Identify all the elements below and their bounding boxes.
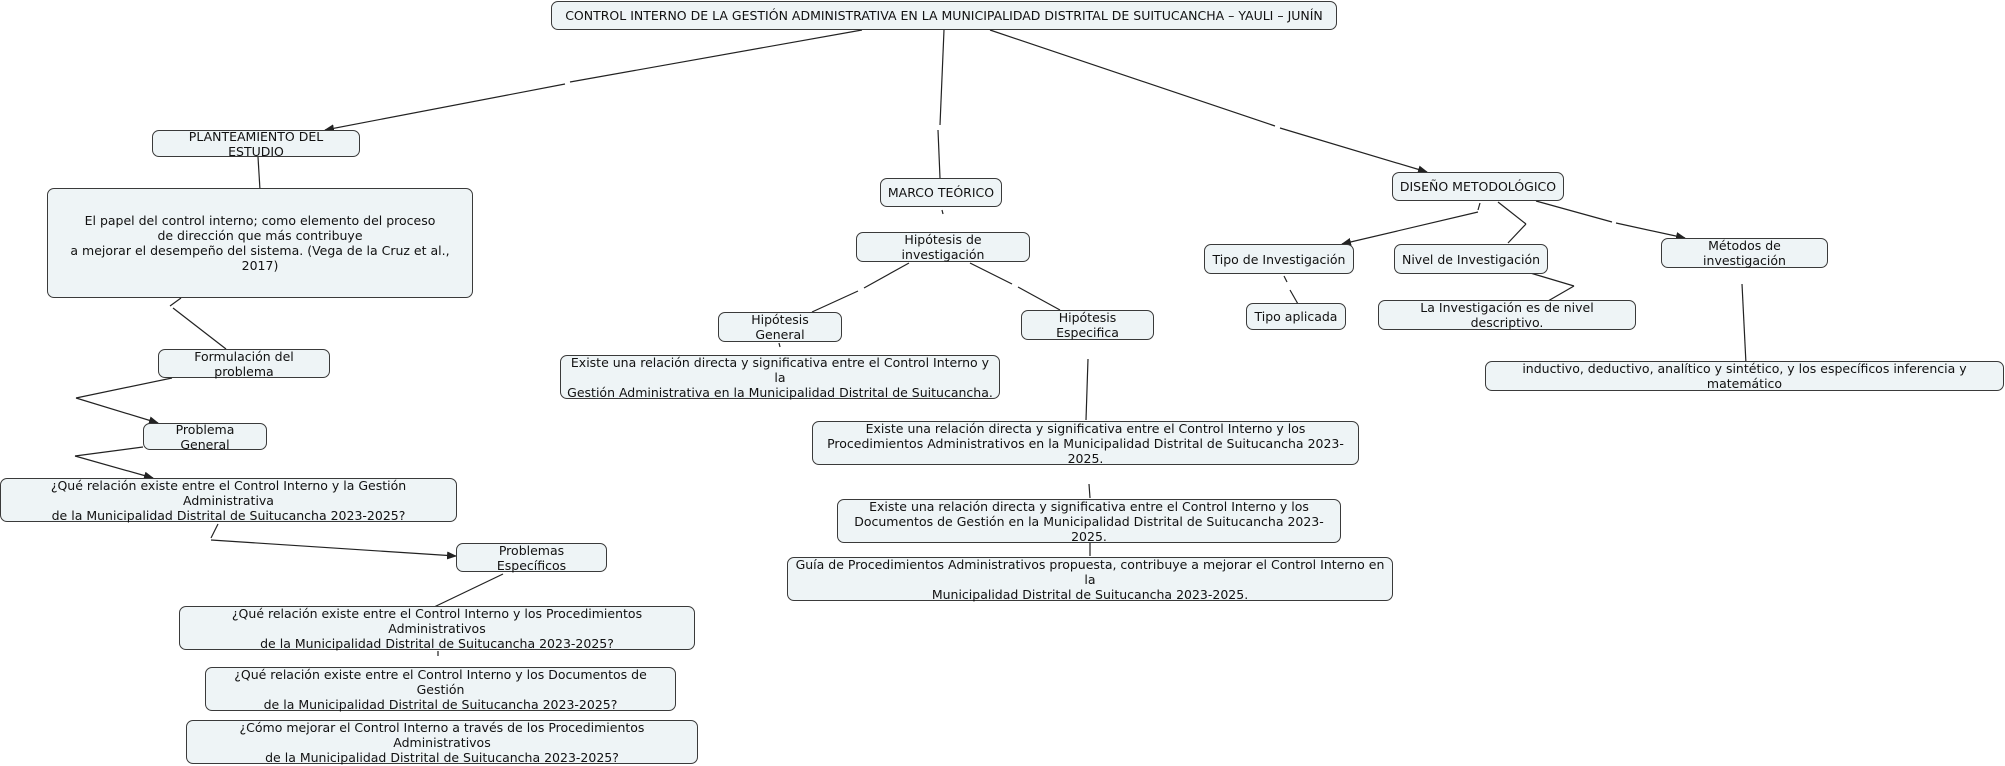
marco-teorico-node[interactable]: MARCO TEÓRICO xyxy=(880,178,1002,207)
hipotesis-general-node[interactable]: Hipótesis General xyxy=(718,312,842,342)
problemas-especificos-node[interactable]: Problemas Específicos xyxy=(456,543,607,573)
hipotesis-general-texto-node[interactable]: Existe una relación directa y significat… xyxy=(560,355,1000,400)
tipo-investigacion-node[interactable]: Tipo de Investigación xyxy=(1204,244,1354,274)
hipotesis-especifica-3-node[interactable]: Guía de Procedimientos Administrativos p… xyxy=(787,557,1393,602)
tipo-aplicada-node[interactable]: Tipo aplicada xyxy=(1246,303,1346,330)
nivel-descriptivo-node[interactable]: La Investigación es de nivel descriptivo… xyxy=(1378,300,1636,330)
edge-root-marco xyxy=(939,29,945,126)
diseno-metodologico-node[interactable]: DISEÑO METODOLÓGICO xyxy=(1392,172,1564,201)
pregunta-general-node[interactable]: ¿Qué relación existe entre el Control In… xyxy=(0,478,457,523)
hipotesis-especifica-1-node[interactable]: Existe una relación directa y significat… xyxy=(812,421,1359,466)
edge-root-diseno xyxy=(989,29,1276,127)
hipotesis-node[interactable]: Hipótesis de investigación xyxy=(856,232,1030,262)
formulacion-node[interactable]: Formulación del problema xyxy=(158,349,330,379)
problema-general-node[interactable]: Problema General xyxy=(143,422,267,452)
hipotesis-especifica-node[interactable]: Hipótesis Especifica xyxy=(1021,310,1154,340)
pregunta-especifica-3-node[interactable]: ¿Cómo mejorar el Control Interno a travé… xyxy=(186,720,698,765)
quote-node[interactable]: El papel del control interno; como eleme… xyxy=(47,188,473,298)
pregunta-especifica-2-node[interactable]: ¿Qué relación existe entre el Control In… xyxy=(205,667,676,712)
root-node[interactable]: CONTROL INTERNO DE LA GESTIÓN ADMINISTRA… xyxy=(551,1,1337,30)
hipotesis-especifica-2-node[interactable]: Existe una relación directa y significat… xyxy=(837,499,1341,544)
planteamiento-node[interactable]: PLANTEAMIENTO DEL ESTUDIO xyxy=(152,129,360,159)
metodos-investigacion-node[interactable]: Métodos de investigación xyxy=(1661,238,1828,268)
pregunta-especifica-1-node[interactable]: ¿Qué relación existe entre el Control In… xyxy=(179,606,695,651)
metodos-valor-node[interactable]: inductivo, deductivo, analítico y sintét… xyxy=(1485,361,2004,391)
nivel-investigacion-node[interactable]: Nivel de Investigación xyxy=(1394,244,1548,274)
edge-root-planteamiento xyxy=(569,29,863,83)
